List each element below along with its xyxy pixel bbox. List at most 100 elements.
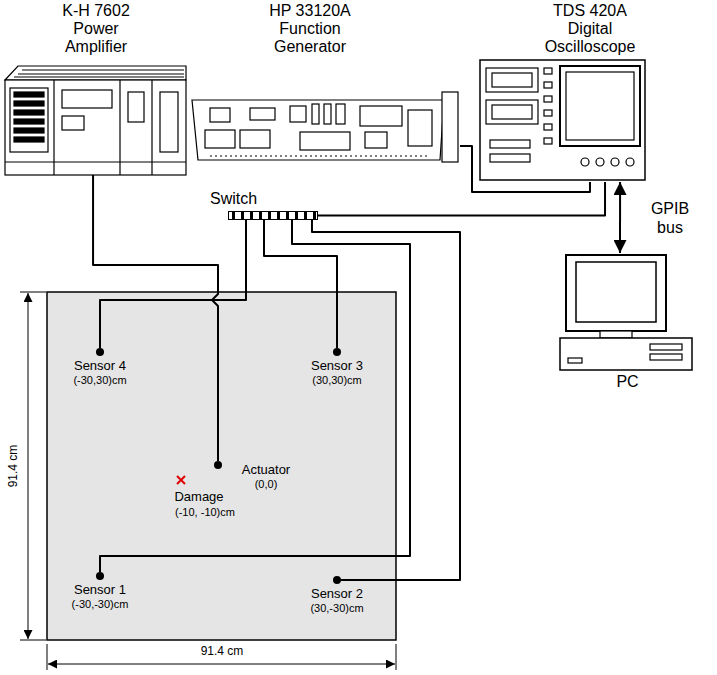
sensor-dot [96, 348, 104, 356]
sensor-dot [333, 576, 341, 584]
node-text: Sensor 3(30,30)cm [292, 359, 382, 386]
amplifier-icon-part [10, 88, 48, 152]
node-title: Switch [210, 190, 270, 208]
computer-icon-part [560, 338, 692, 370]
dimension-lines [20, 292, 396, 670]
oscilloscope-icon-part [544, 96, 552, 102]
oscilloscope-icon-part [492, 105, 532, 119]
oscilloscope-icon-part [544, 138, 552, 144]
bus-arrow [619, 182, 621, 253]
amplifier-icon-part [14, 119, 44, 124]
oscilloscope-icon-part [566, 72, 634, 140]
computer-icon-part [650, 344, 682, 350]
node-text: Sensor 1(-30,-30)cm [55, 583, 145, 610]
coordinate-text: (-10, -10)cm [175, 506, 235, 519]
signal-cable [460, 146, 590, 192]
computer-icon-part [650, 354, 682, 360]
function-generator: HP 33120A Function Generator [188, 2, 460, 162]
sensor-dot [333, 348, 341, 356]
oscilloscope-icon-part [490, 140, 530, 148]
coordinate-text: (0,0) [226, 478, 306, 490]
amplifier-icon-part [5, 66, 186, 80]
dimension-lines-part [20, 292, 46, 293]
oscilloscope-icon-part [611, 158, 619, 166]
switch-unit: Switch [210, 190, 320, 221]
node-title: HP 33120A Function Generator [250, 2, 370, 56]
power-amplifier: K-H 7602 Power Amplifier [4, 2, 188, 175]
coordinate-text: (30,-30)cm [292, 602, 382, 614]
sensor-dot [96, 572, 104, 580]
generator-board-icon-part [360, 106, 402, 126]
node-title: Sensor 1 [55, 583, 145, 598]
oscilloscope-icon-part [490, 154, 530, 162]
amplifier-icon-part [14, 110, 44, 115]
generator-board-icon-part [210, 108, 230, 122]
computer-icon [560, 255, 692, 370]
computer-icon-part [566, 255, 666, 331]
generator-board-icon-part [312, 104, 319, 124]
generator-board-icon-part [205, 130, 235, 148]
oscilloscope-icon-part [480, 60, 645, 180]
oscilloscope-icon-part [560, 66, 640, 146]
oscilloscope-icon-part [544, 110, 552, 116]
generator-board-icon-part [324, 104, 331, 124]
amplifier-icon-part [22, 69, 184, 70]
generator-board-icon-part [250, 108, 275, 120]
oscilloscope-icon-part [626, 158, 634, 166]
damage-label: Damage [174, 490, 223, 505]
generator-board-icon-part [290, 106, 306, 122]
coordinate-text: (30,30)cm [292, 374, 382, 386]
generator-board-icon-part [300, 132, 350, 150]
amplifier-icon-part [14, 76, 184, 77]
oscilloscope-icon-part [486, 100, 538, 124]
signal-cable [100, 220, 246, 348]
actuator-node: Actuator(0,0) [214, 461, 314, 497]
node-title: Sensor 4 [55, 359, 145, 374]
coordinate-text: (-30,-30)cm [55, 598, 145, 610]
node-text: Actuator(0,0) [226, 463, 306, 490]
computer: PC [560, 253, 695, 395]
oscilloscope-icon-part [544, 124, 552, 130]
amplifier-icon-part [14, 101, 44, 106]
edge-label: GPIB bus [643, 199, 697, 237]
dimension-lines-part [20, 640, 46, 641]
node-text: PC [560, 373, 695, 391]
signal-cable [100, 220, 410, 572]
node-title: Actuator [226, 463, 306, 478]
amplifier-icon-part [128, 92, 144, 122]
node-text: TDS 420A Digital Oscilloscope [530, 2, 650, 56]
sensor-node: Sensor 2(30,-30)cm [292, 576, 382, 618]
oscilloscope-icon-part [492, 73, 532, 87]
node-title: K-H 7602 Power Amplifier [46, 2, 146, 56]
oscilloscope-icon-part [581, 158, 589, 166]
node-text: K-H 7602 Power Amplifier [46, 2, 146, 56]
amplifier-icon-part [62, 90, 112, 108]
amplifier-icon-part [14, 128, 44, 133]
amplifier-icon-part [62, 116, 84, 130]
oscilloscope-icon-part [544, 68, 552, 74]
node-text: Sensor 4(-30,30)cm [55, 359, 145, 386]
actuator-dot [214, 461, 222, 469]
coordinate-text: (-30,30)cm [55, 374, 145, 386]
dimension-lines-part [47, 644, 48, 670]
computer-icon-part [568, 358, 582, 363]
node-text: Switch [210, 190, 270, 208]
signal-cable [93, 175, 218, 461]
generator-board-icon-part [192, 100, 444, 160]
signal-cable [312, 220, 460, 580]
generator-board-icon-part [365, 132, 387, 148]
sensor-node: Sensor 4(-30,30)cm [55, 348, 145, 390]
sensor-node: Sensor 3(30,30)cm [292, 348, 382, 390]
oscilloscope-icon-part [596, 158, 604, 166]
node-title: PC [560, 373, 695, 391]
node-title: Sensor 2 [292, 587, 382, 602]
oscilloscope-icon [480, 60, 645, 180]
generator-board-icon-part [240, 130, 270, 148]
oscilloscope-icon-part [544, 82, 552, 88]
computer-icon-part [600, 331, 632, 338]
amplifier-icon-part [53, 80, 54, 175]
oscilloscope-icon-part [486, 68, 538, 92]
